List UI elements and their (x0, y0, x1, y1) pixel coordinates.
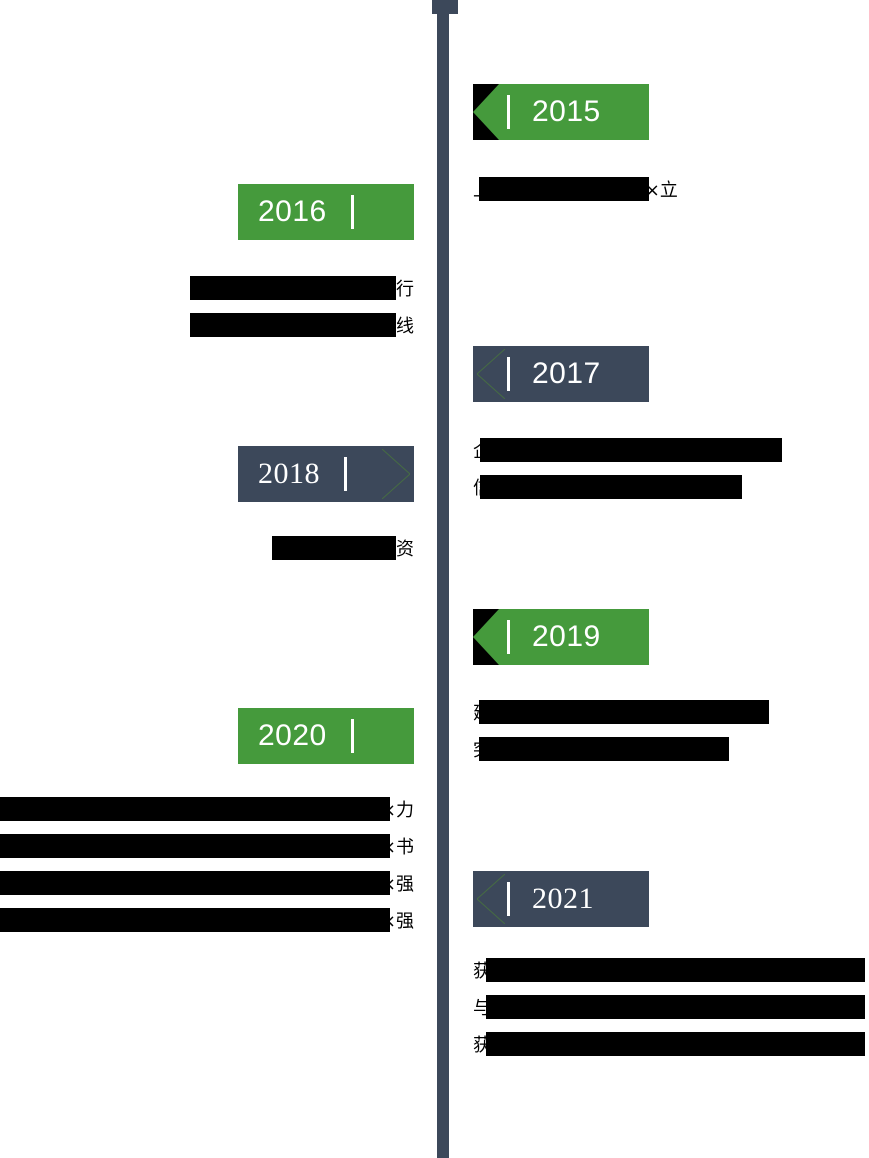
arrow-notch-icon (473, 609, 499, 637)
arrow-notch-icon (473, 112, 499, 140)
timeline-axis-line (437, 14, 449, 1158)
entry-line: 建立××××××××××××××中 (473, 700, 783, 724)
year-label-2021: 2021 (532, 882, 594, 915)
entry-line: ××××××××××××××××××强 (0, 908, 414, 932)
redaction-bar (486, 995, 865, 1019)
redaction-bar (0, 834, 390, 858)
redaction-bar (272, 536, 396, 560)
chip-separator (350, 719, 354, 753)
entry-line: 与C×××××××××××××××××××××等 (473, 995, 869, 1019)
entry-line: 上海××××××××××立 (473, 177, 793, 201)
redaction-bar (479, 737, 729, 761)
year-label-2015: 2015 (532, 95, 601, 128)
year-chip-2017[interactable]: 2017 (473, 346, 649, 402)
year-label-2019: 2019 (532, 620, 601, 653)
year-label-2016: 2016 (258, 195, 327, 228)
chevron-left-icon (477, 349, 505, 399)
year-chip-2018[interactable]: 2018 (238, 446, 414, 502)
chip-separator (507, 882, 510, 916)
year-chip-2020[interactable]: 2020 (238, 708, 414, 764)
redaction-bar (479, 700, 769, 724)
entry-line: ××××××××××××行 (94, 276, 414, 300)
entry-line: ××××××资 (134, 536, 414, 560)
redaction-bar (486, 958, 865, 982)
chip-separator (507, 357, 510, 391)
year-chip-2016[interactable]: 2016 (238, 184, 414, 240)
chip-separator (350, 195, 354, 229)
arrow-notch-icon (473, 637, 499, 665)
redaction-bar (0, 797, 390, 821)
entry-line: ××××××××××××××××××力 (0, 797, 414, 821)
redaction-bar (190, 313, 396, 337)
year-chip-2021[interactable]: 2021 (473, 871, 649, 927)
redaction-bar (0, 871, 390, 895)
year-chip-2015[interactable]: 2015 (473, 84, 649, 140)
entry-text-2019: 建立××××××××××××××中 突破×××××××××××× (473, 700, 783, 761)
year-label-2017: 2017 (532, 357, 601, 390)
entry-text-2017: 企业××××××××××××××××业 信用×××××××××××××× (473, 438, 803, 499)
entry-line: 信用×××××××××××××× (473, 475, 803, 499)
chevron-right-icon (382, 449, 410, 499)
redaction-bar (479, 177, 649, 201)
redaction-bar (480, 438, 782, 462)
entry-text-2021: 获A×××××××××××××××××××× 与C×××××××××××××××… (473, 958, 869, 1056)
entry-text-2015: 上海××××××××××立 (473, 177, 793, 201)
redaction-bar (190, 276, 396, 300)
year-chip-2019[interactable]: 2019 (473, 609, 649, 665)
redaction-bar (0, 908, 390, 932)
redaction-bar (486, 1032, 865, 1056)
entry-line: ××××××××××××××××××书 (0, 834, 414, 858)
entry-text-2016: ××××××××××××行 ××××××××××××线 (94, 276, 414, 337)
entry-line: 获A×××××××××××××××××××× (473, 958, 869, 982)
arrow-notch-icon (473, 84, 499, 112)
chip-separator (507, 620, 510, 654)
timeline-axis-cap (432, 0, 458, 14)
entry-line: 突破×××××××××××× (473, 737, 783, 761)
chip-separator (344, 457, 347, 491)
chip-separator (507, 95, 510, 129)
year-label-2020: 2020 (258, 719, 327, 752)
redaction-bar (480, 475, 742, 499)
entry-line: 企业××××××××××××××××业 (473, 438, 803, 462)
entry-text-2020: ××××××××××××××××××力 ××××××××××××××××××书 … (0, 797, 414, 932)
entry-line: 获评×××××××××××××××××××× (473, 1032, 869, 1056)
entry-text-2018: ××××××资 (134, 536, 414, 560)
year-label-2018: 2018 (258, 457, 320, 490)
chevron-left-icon (477, 874, 505, 924)
entry-line: ××××××××××××××××××强 (0, 871, 414, 895)
entry-line: ××××××××××××线 (94, 313, 414, 337)
